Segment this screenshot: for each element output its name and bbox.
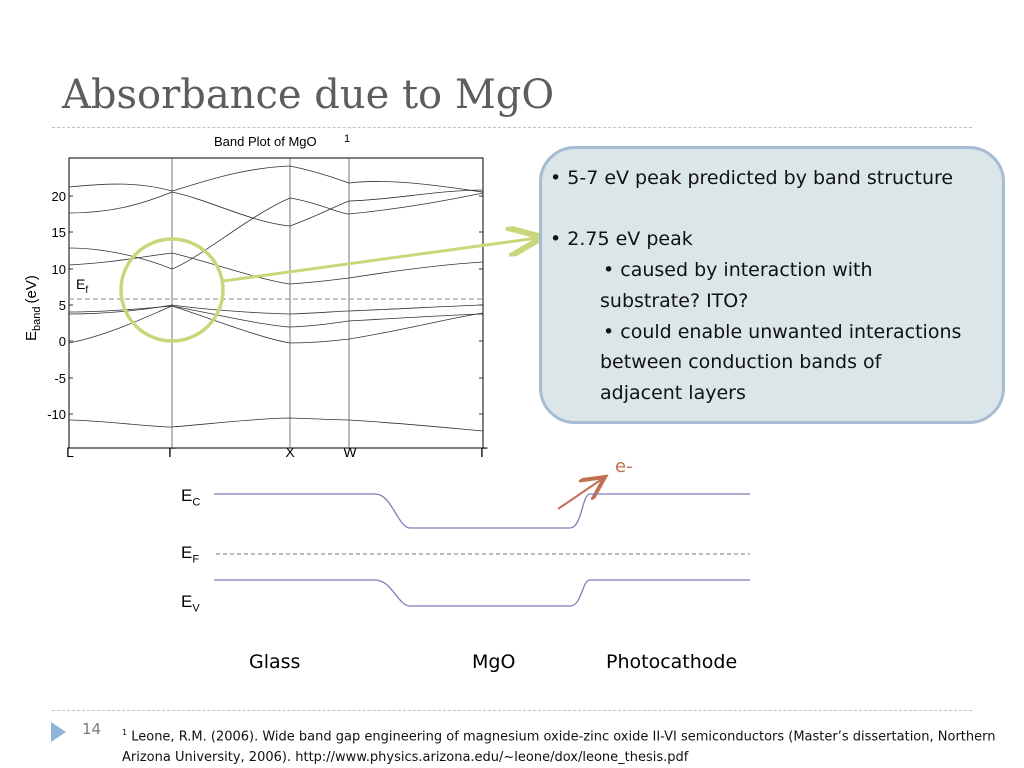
y-tick-label: 5 <box>59 298 66 313</box>
electron-label: e- <box>615 456 633 477</box>
electron-arrow <box>557 477 605 510</box>
fermi-label: Ef <box>76 276 88 296</box>
fermi-label-sub: f <box>85 285 88 296</box>
x-ticks: L Γ X W Γ <box>66 444 488 458</box>
plot-frame <box>68 157 484 449</box>
band-plot: Band Plot of MgO 1 20 15 10 5 0 -5 -10 L… <box>23 133 488 458</box>
reference-text: Leone, R.M. (2006). Wide band gap engine… <box>122 729 996 766</box>
highlight-circle <box>119 237 225 343</box>
y-tick-label: 10 <box>52 262 66 277</box>
conduction-band-line <box>214 493 750 529</box>
ev-label: EV <box>181 592 200 615</box>
band-curves <box>68 165 484 432</box>
callout-box: • 5-7 eV peak predicted by band structur… <box>539 146 1005 424</box>
callout-sub-bullet-1-line-1: • caused by interaction with <box>603 259 873 281</box>
layer-label-mgo: MgO <box>472 651 516 673</box>
callout-sub-bullet-2-line-3: adjacent layers <box>600 382 746 404</box>
band-plot-title: Band Plot of MgO <box>214 134 317 149</box>
nav-triangle-icon <box>51 722 66 742</box>
layer-label-photocathode: Photocathode <box>606 651 738 673</box>
reference-marker: 1 <box>122 728 128 737</box>
y-ticks: 20 15 10 5 0 -5 -10 <box>47 189 66 422</box>
callout-sub-bullet-2-line-1: • could enable unwanted interactions <box>603 321 962 343</box>
ef-label: EF <box>181 543 200 566</box>
band-plot-footnote-marker: 1 <box>344 133 350 145</box>
y-axis-label: Eband (eV) <box>23 275 43 341</box>
fermi-label-main: E <box>76 276 85 292</box>
slide-number: 14 <box>82 720 102 738</box>
reference-footnote: 1 Leone, R.M. (2006). Wide band gap engi… <box>122 722 1002 768</box>
x-tick-label: L <box>66 444 74 458</box>
callout-sub-bullet-2-line-2: between conduction bands of <box>600 351 882 373</box>
slide-title: Absorbance due to MgO <box>62 72 555 118</box>
valence-band-line <box>214 579 750 607</box>
y-axis-label-main: E <box>23 331 40 341</box>
x-tick-label: Γ <box>480 444 488 458</box>
y-axis-label-unit: (eV) <box>23 275 40 303</box>
callout-bullet-1: • 5-7 eV peak predicted by band structur… <box>550 167 954 189</box>
x-tick-label: Γ <box>168 444 176 458</box>
y-tick-label: 0 <box>59 334 66 349</box>
ec-label: EC <box>181 486 201 509</box>
svg-text:Eband(eV): Eband (eV) <box>23 275 43 341</box>
y-tick-marks <box>69 195 483 415</box>
x-tick-label: W <box>343 444 357 458</box>
y-tick-label: 20 <box>52 189 66 204</box>
y-tick-label: -5 <box>54 371 66 386</box>
title-divider <box>52 127 972 128</box>
footer-divider <box>52 710 972 711</box>
y-axis-label-sub: band <box>31 307 43 331</box>
x-tick-label: X <box>285 444 295 458</box>
y-tick-label: 15 <box>52 225 66 240</box>
callout-bullet-2: • 2.75 eV peak <box>550 228 693 250</box>
y-tick-label: -10 <box>47 407 66 422</box>
layer-label-glass: Glass <box>249 651 301 673</box>
callout-sub-bullet-1-line-2: substrate? ITO? <box>600 290 749 312</box>
